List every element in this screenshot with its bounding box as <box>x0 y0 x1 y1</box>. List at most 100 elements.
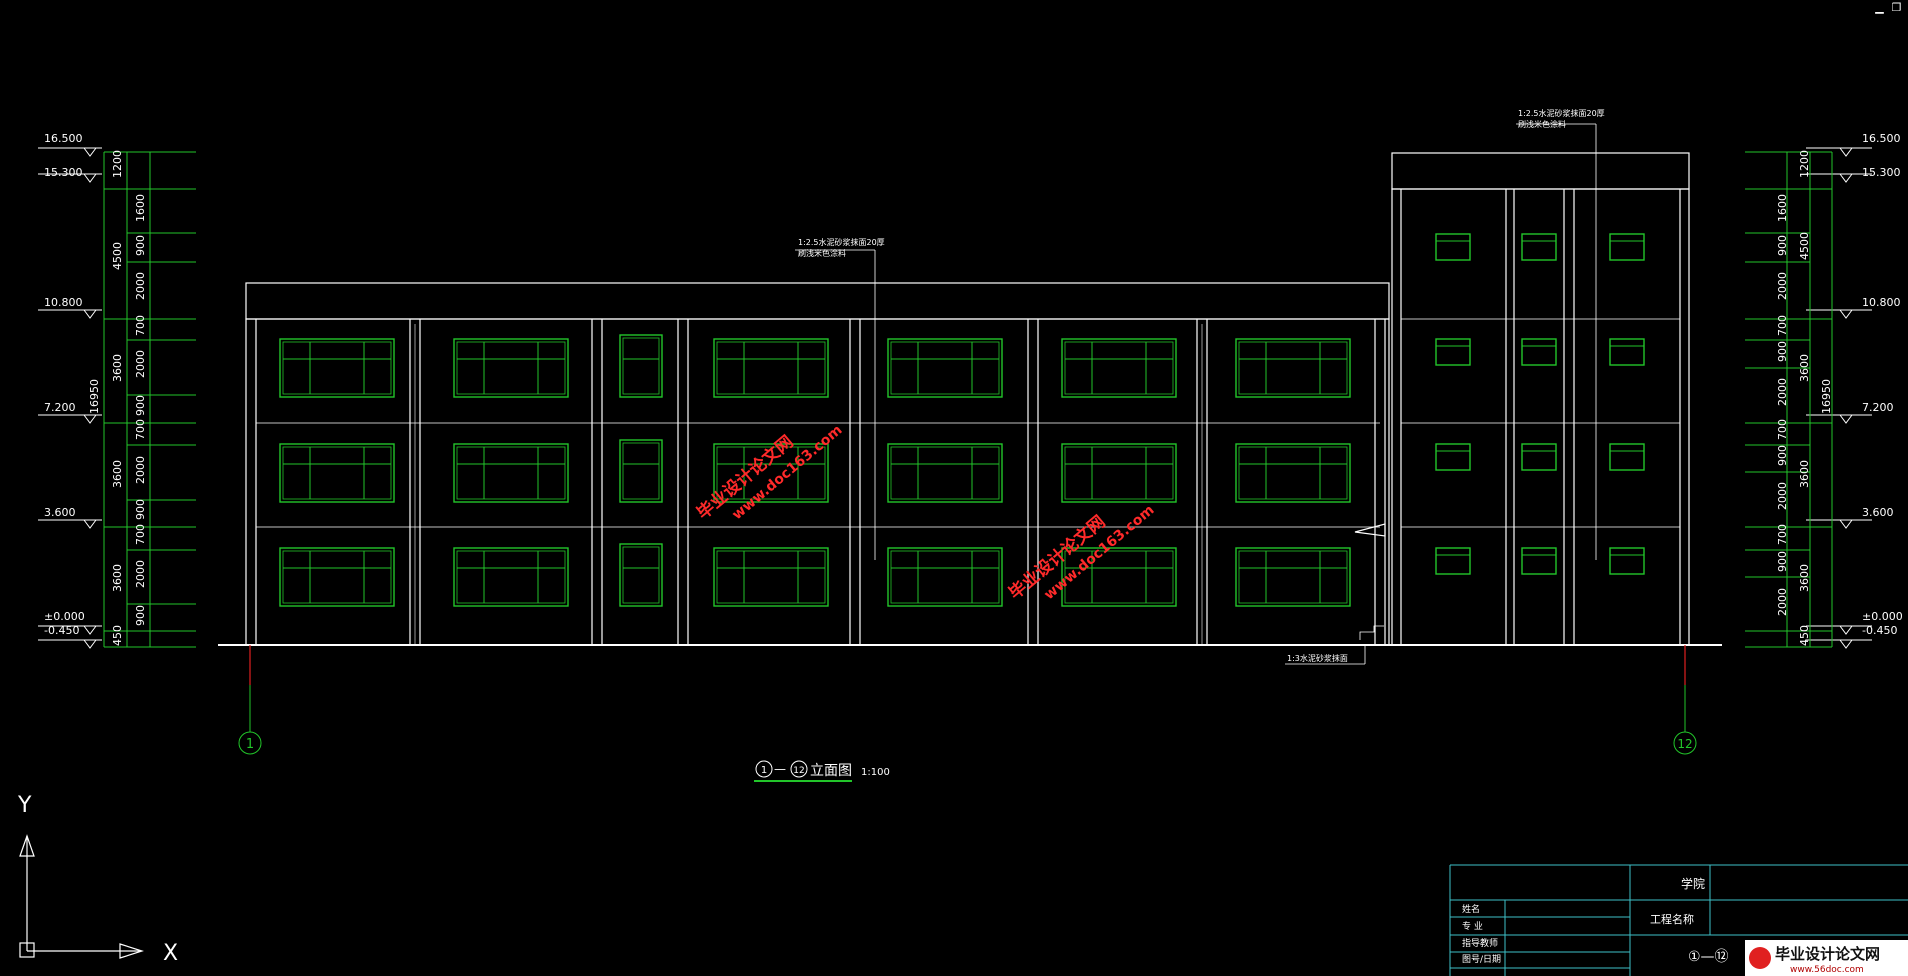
dim-text: 4500 <box>111 242 124 270</box>
window-small <box>1435 547 1471 575</box>
dim-text: 3600 <box>1798 354 1811 382</box>
note-parapet-line2: 刷浅米色涂料 <box>798 248 846 258</box>
dim-text: 4500 <box>1798 232 1811 260</box>
right-level-labels: 16.500 15.300 10.800 7.200 3.600 ±0.000 … <box>1862 132 1903 637</box>
level-label: 16.500 <box>44 132 83 145</box>
level-label: 16.500 <box>1862 132 1901 145</box>
dim-text: 2000 <box>1776 378 1789 406</box>
dim-text: 1600 <box>1776 194 1789 222</box>
window-frame <box>1238 550 1348 604</box>
title-block: 学院 工程名称 姓名 专 业 指导教师 图号/日期 ①—⑫ <box>1449 864 1908 976</box>
window-wide <box>713 338 829 398</box>
dim-text: 2000 <box>134 456 147 484</box>
dim-text: 900 <box>1776 445 1789 466</box>
window-frame <box>1064 341 1174 395</box>
annotation-text: 1:2.5水泥砂浆抹面20厚 刷浅米色涂料 1:2.5水泥砂浆抹面20厚 刷浅米… <box>798 108 1605 663</box>
tb-project: 工程名称 <box>1650 912 1694 926</box>
building-elevation <box>218 152 1722 646</box>
window-small <box>1609 338 1645 366</box>
window-wide <box>1061 443 1177 503</box>
window-wide <box>1061 338 1177 398</box>
left-level-markers <box>38 147 102 649</box>
window-wide <box>279 338 395 398</box>
window-frame <box>282 550 392 604</box>
left-dimension-lines <box>103 151 196 648</box>
level-label: 15.300 <box>44 166 83 179</box>
dim-text: 2000 <box>134 560 147 588</box>
window-frame <box>1238 446 1348 500</box>
window-frame <box>622 337 660 395</box>
window-wide <box>1235 547 1351 607</box>
dim-text: 900 <box>1776 235 1789 256</box>
dim-text: 3600 <box>1798 564 1811 592</box>
window-wide <box>1235 338 1351 398</box>
window-small <box>1609 233 1645 261</box>
ucs-x-label: X <box>163 941 178 966</box>
window-wide <box>279 547 395 607</box>
window-wide <box>887 338 1003 398</box>
level-label: 15.300 <box>1862 166 1901 179</box>
window-frame <box>1064 550 1174 604</box>
right-level-markers <box>1806 147 1872 649</box>
dim-text: 900 <box>1776 551 1789 572</box>
window-frame <box>622 442 660 500</box>
window-small <box>1521 338 1557 366</box>
window-wide <box>453 443 569 503</box>
dim-text: 700 <box>1776 419 1789 440</box>
window-frame <box>622 546 660 604</box>
dim-text: 900 <box>134 605 147 626</box>
window-narrow <box>619 334 663 398</box>
window-small <box>1609 547 1645 575</box>
dim-text: 2000 <box>1776 272 1789 300</box>
dim-text: 16950 <box>88 379 101 414</box>
window-wide <box>453 547 569 607</box>
tb-row: 图号/日期 <box>1462 954 1501 965</box>
level-label: -0.450 <box>1862 624 1897 637</box>
level-label: ±0.000 <box>1862 610 1903 623</box>
dim-text: 3600 <box>111 460 124 488</box>
window-wide <box>887 443 1003 503</box>
title-axis-b: 12 <box>793 766 804 776</box>
window-small <box>1435 338 1471 366</box>
window-wide <box>1061 547 1177 607</box>
windows <box>279 233 1645 607</box>
restore-button[interactable]: ❐ <box>1891 1 1902 14</box>
level-label: 3.600 <box>44 506 76 519</box>
window-small <box>1521 233 1557 261</box>
dim-text: 1200 <box>111 150 124 178</box>
window-wide <box>713 443 829 503</box>
dim-text: 3600 <box>1798 460 1811 488</box>
level-label: -0.450 <box>44 624 79 637</box>
axis-bubble-1 <box>238 731 262 755</box>
window-frame <box>282 341 392 395</box>
minimize-button[interactable]: ▁ <box>1875 1 1884 14</box>
window-wide <box>279 443 395 503</box>
window-frame <box>716 550 826 604</box>
annotation-leaders <box>795 123 1597 665</box>
tb-row: 姓名 <box>1462 903 1480 915</box>
dim-text: 700 <box>1776 524 1789 545</box>
window-frame <box>890 446 1000 500</box>
level-label: 7.200 <box>44 401 76 414</box>
dim-text: 700 <box>1776 315 1789 336</box>
window-wide <box>1235 443 1351 503</box>
ucs-icon[interactable]: Y X <box>17 793 178 966</box>
tb-drawing: ①—⑫ <box>1688 949 1729 965</box>
dim-text: 1200 <box>1798 150 1811 178</box>
title-text: 立面图 <box>810 763 852 779</box>
window-wide <box>713 547 829 607</box>
dim-text: 700 <box>134 315 147 336</box>
dim-text: 2000 <box>1776 482 1789 510</box>
watermark-a: 毕业设计论文网 www.doc163.com 毕业设计论文网 www.doc16… <box>693 422 1158 604</box>
right-dimension-text: 1200 1600 900 2000 700 900 2000 700 900 … <box>1776 150 1833 646</box>
level-label: 7.200 <box>1862 401 1894 414</box>
title-axis-a: 1 <box>761 765 767 776</box>
logo-text: 毕业设计论文网 <box>1775 945 1880 963</box>
window-frame <box>890 550 1000 604</box>
window-small <box>1521 547 1557 575</box>
note-stair-line1: 1:2.5水泥砂浆抹面20厚 <box>1518 108 1605 118</box>
window-frame <box>456 550 566 604</box>
title-scale: 1:100 <box>861 767 890 778</box>
dim-text: 3600 <box>111 564 124 592</box>
